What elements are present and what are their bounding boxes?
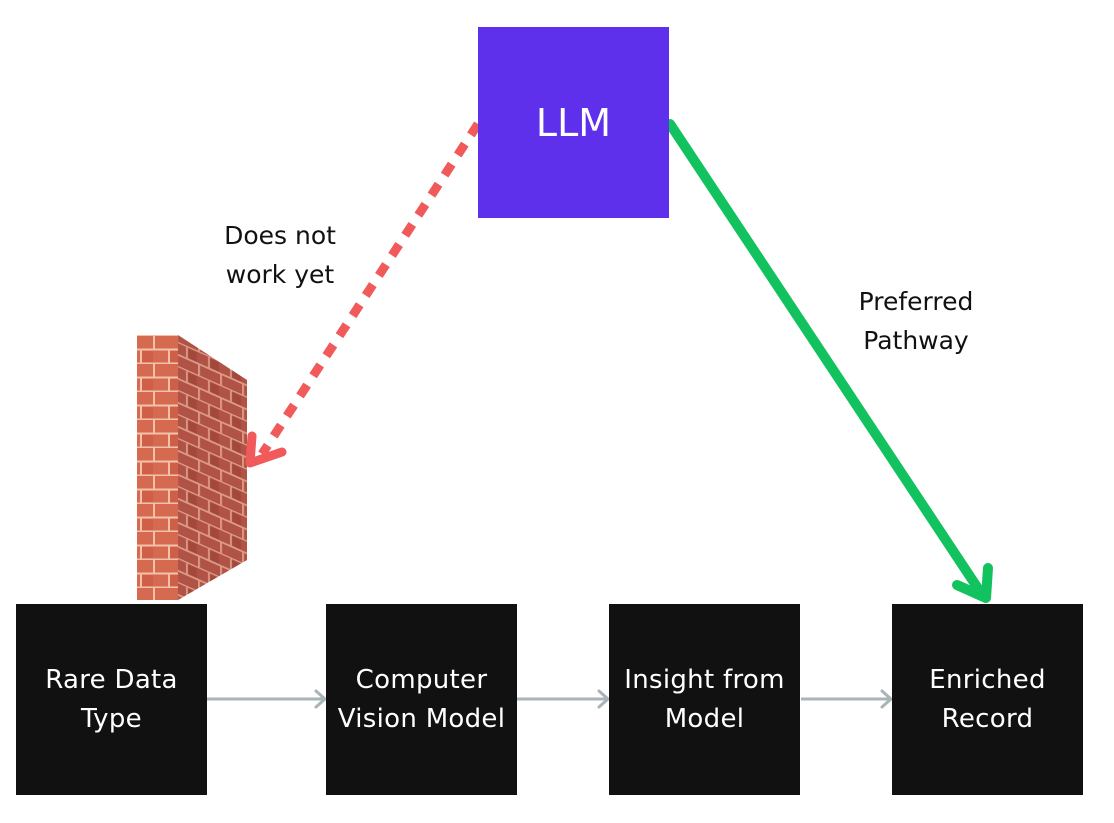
blocked-edge-label: Does not work yet bbox=[198, 216, 362, 294]
insight-from-model-label-line1: Insight from bbox=[624, 664, 785, 695]
flow-arrow-2 bbox=[517, 689, 610, 709]
preferred-arrow bbox=[665, 119, 993, 603]
blocked-edge-label-line1: Does not bbox=[224, 221, 336, 250]
rare-data-type-node: Rare Data Type bbox=[16, 604, 207, 795]
computer-vision-model-label-line1: Computer bbox=[355, 664, 488, 695]
rare-data-type-label-line2: Type bbox=[81, 703, 142, 734]
llm-node-label: LLM bbox=[535, 100, 612, 145]
rare-data-type-label-line1: Rare Data bbox=[45, 664, 178, 695]
flow-arrow-3 bbox=[801, 689, 893, 709]
brick-wall-side bbox=[178, 335, 247, 600]
insight-from-model-node: Insight from Model bbox=[609, 604, 800, 795]
enriched-record-label-line1: Enriched bbox=[929, 664, 1046, 695]
blocked-arrow bbox=[245, 121, 482, 468]
preferred-arrowhead bbox=[952, 563, 993, 603]
computer-vision-model-node: Computer Vision Model bbox=[326, 604, 517, 795]
blocked-arrowhead bbox=[245, 431, 287, 468]
blocked-edge-label-line2: work yet bbox=[225, 260, 335, 289]
computer-vision-model-label-line2: Vision Model bbox=[337, 703, 506, 734]
llm-node: LLM bbox=[478, 27, 669, 218]
flow-arrow-1 bbox=[207, 689, 327, 709]
brick-wall-shade bbox=[178, 335, 247, 600]
preferred-edge-label-line1: Preferred bbox=[858, 287, 974, 316]
blocked-arrow-line bbox=[258, 121, 482, 457]
brick-wall-icon bbox=[137, 335, 247, 600]
enriched-record-node: Enriched Record bbox=[892, 604, 1083, 795]
preferred-edge-label-line2: Pathway bbox=[863, 326, 969, 355]
preferred-edge-label: Preferred Pathway bbox=[826, 282, 1006, 360]
brick-wall-front bbox=[137, 335, 178, 600]
insight-from-model-label-line2: Model bbox=[664, 703, 745, 734]
preferred-arrow-line bbox=[665, 119, 988, 601]
enriched-record-label-line2: Record bbox=[941, 703, 1034, 734]
